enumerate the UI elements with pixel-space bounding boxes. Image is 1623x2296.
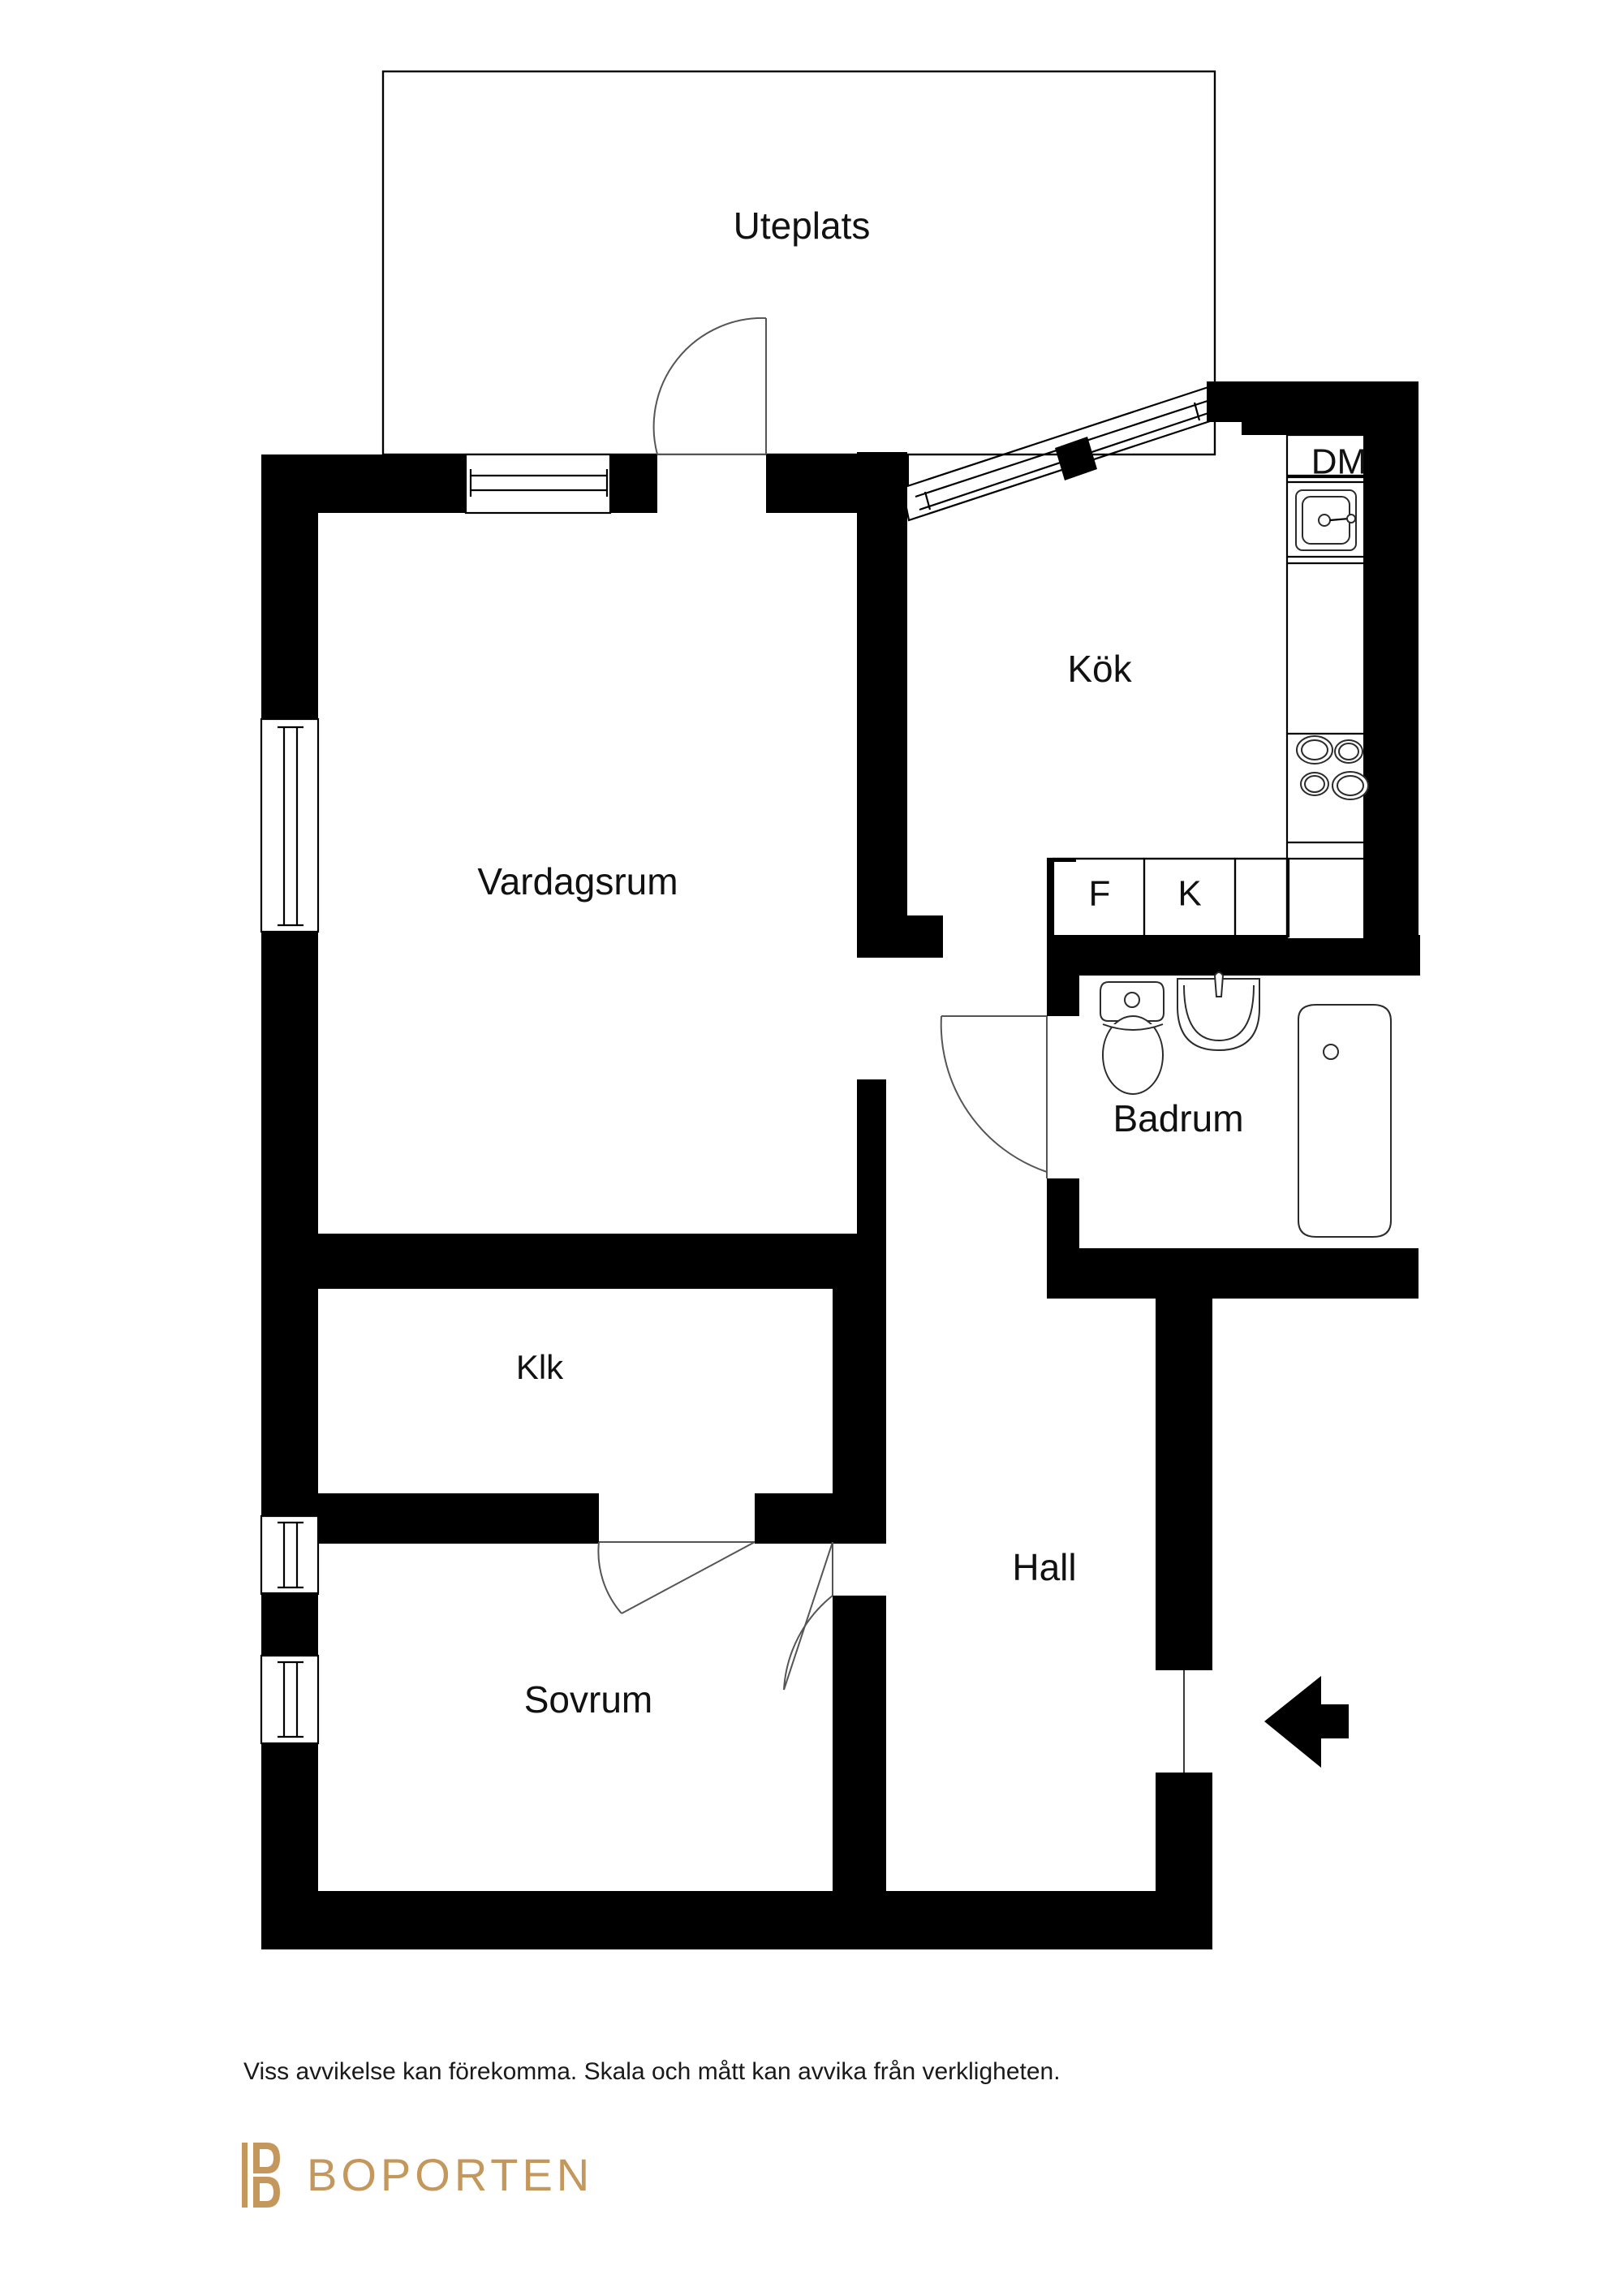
kitchen-cabinet-run	[1047, 433, 1367, 941]
door-closet-swing[interactable]	[597, 1541, 756, 1614]
uteplats-outline	[381, 70, 1216, 456]
disclaimer-text: Viss avvikelse kan förekomma. Skala och …	[243, 2058, 1061, 2085]
door-patio-swing[interactable]	[652, 317, 767, 455]
dishwasher-label: DM	[1311, 442, 1367, 482]
bathtub-icon	[1298, 1004, 1392, 1238]
room-label-hall: Hall	[1012, 1546, 1076, 1588]
uteplats-outline-detail	[381, 70, 1216, 456]
window-bedroom-upper	[260, 1514, 320, 1596]
window-kitchen-angled	[901, 385, 1219, 522]
stovetop-icon	[1296, 735, 1369, 800]
window-living-room-top	[469, 469, 609, 497]
boporten-logo-icon	[242, 2143, 280, 2208]
room-label-klk: Klk	[516, 1348, 564, 1386]
room-label-vardagsrum: Vardagsrum	[477, 860, 678, 902]
window-living-room-left	[260, 717, 320, 933]
brand-name-text: BOPORTEN	[307, 2149, 594, 2200]
window-bedroom-lower	[260, 1654, 320, 1745]
room-label-uteplats: Uteplats	[734, 205, 871, 247]
freezer-label: F	[1089, 874, 1111, 914]
kitchen-sink-icon	[1295, 489, 1357, 551]
room-label-badrum: Badrum	[1113, 1097, 1243, 1139]
appliance-labels: DM F K	[1089, 442, 1367, 914]
entrance-arrow-icon	[1264, 1676, 1349, 1768]
washbasin-icon	[1177, 971, 1260, 1052]
room-label-kok: Kök	[1067, 648, 1132, 690]
toilet-icon	[1100, 981, 1165, 1095]
brand-logo: BOPORTEN	[240, 2141, 593, 2209]
room-label-sovrum: Sovrum	[524, 1678, 652, 1721]
room-labels: Uteplats Kök Vardagsrum Badrum Klk Hall …	[477, 205, 1243, 1721]
fridge-label: K	[1177, 874, 1201, 914]
door-bathroom-swing[interactable]	[940, 1015, 1048, 1178]
door-bedroom-swing[interactable]	[783, 1541, 833, 1691]
